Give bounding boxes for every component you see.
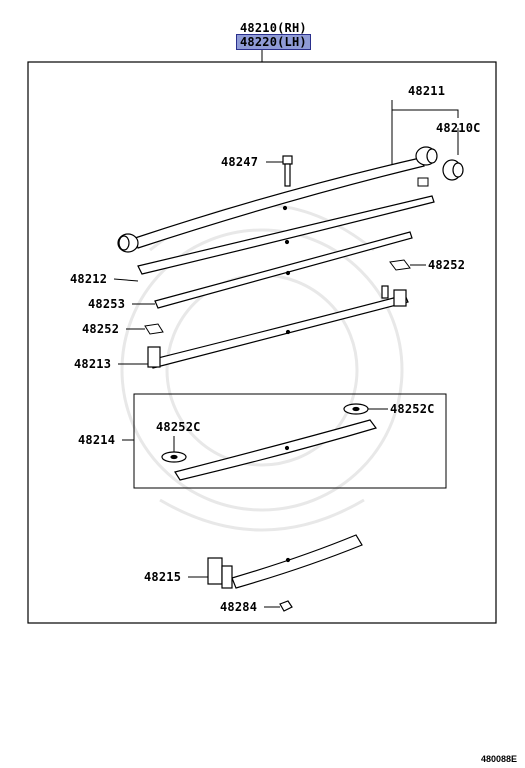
washer-48252c-right — [343, 403, 369, 415]
bolt-48247 — [282, 155, 293, 187]
pad-48252-right — [389, 259, 411, 271]
callout-48253[interactable]: 48253 — [88, 297, 126, 311]
diagram-code: 480088E — [480, 754, 517, 764]
leaf-48215 — [207, 534, 363, 589]
callout-48212[interactable]: 48212 — [70, 272, 108, 286]
callout-48252c-left[interactable]: 48252C — [156, 420, 201, 434]
bushing-48210c — [442, 159, 464, 181]
callout-48213[interactable]: 48213 — [74, 357, 112, 371]
leaf-48253 — [154, 231, 413, 309]
nut-48284 — [279, 600, 293, 612]
part-number-lh-highlighted[interactable]: 48220(LH) — [236, 34, 311, 50]
callout-48247[interactable]: 48247 — [221, 155, 259, 169]
leaf-48212 — [137, 195, 435, 275]
leader-48212 — [113, 278, 139, 282]
part-number-rh: 48210(RH) — [240, 21, 307, 35]
callout-48214[interactable]: 48214 — [78, 433, 116, 447]
leaf-48214 — [174, 419, 377, 481]
pad-48252-left — [144, 323, 164, 335]
diagram-frame — [27, 61, 497, 624]
callout-48215[interactable]: 48215 — [144, 570, 182, 584]
callout-48252c-right[interactable]: 48252C — [390, 402, 435, 416]
watermark-logo — [120, 203, 404, 532]
callout-48210c[interactable]: 48210C — [436, 121, 481, 135]
leaf-48213 — [147, 285, 409, 369]
callout-48252-left[interactable]: 48252 — [82, 322, 120, 336]
bracket-48211 — [391, 100, 459, 165]
main-leaf-48211 — [117, 146, 438, 253]
callout-48252-right[interactable]: 48252 — [428, 258, 466, 272]
subframe-48214 — [133, 393, 447, 489]
callout-48284[interactable]: 48284 — [220, 600, 258, 614]
clip-piece — [417, 177, 429, 187]
washer-48252c-left — [161, 451, 187, 463]
callout-48211[interactable]: 48211 — [408, 84, 446, 98]
